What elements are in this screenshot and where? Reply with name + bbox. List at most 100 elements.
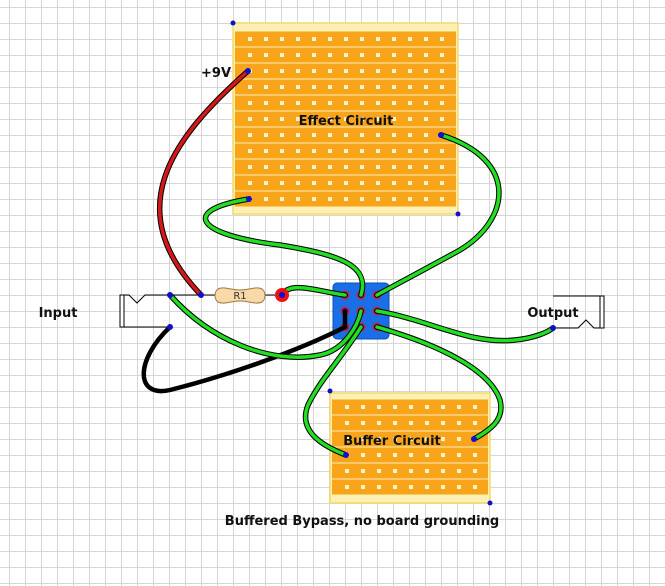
wire-endpoint[interactable] [471, 436, 477, 442]
strip-hole [440, 37, 444, 41]
input-jack-body [119, 294, 125, 328]
strip-hole [392, 37, 396, 41]
strip-hole [296, 181, 300, 185]
strip-hole [344, 197, 348, 201]
wire-endpoint[interactable] [167, 292, 173, 298]
strip-hole [457, 453, 461, 457]
input-wire[interactable] [167, 292, 364, 360]
strip-hole [312, 37, 316, 41]
strip-hole [393, 405, 397, 409]
strip-hole [424, 69, 428, 73]
strip-hole [296, 85, 300, 89]
effect-circuit-board[interactable] [230, 20, 461, 217]
strip-hole [328, 37, 332, 41]
wire-endpoint[interactable] [167, 324, 173, 330]
strip-hole [376, 53, 380, 57]
input-jack-tip [124, 294, 170, 304]
input-jack[interactable] [119, 294, 170, 328]
strip-hole [280, 133, 284, 137]
strip-hole [360, 101, 364, 105]
strip-hole [344, 53, 348, 57]
effect-in-wire[interactable] [202, 196, 366, 298]
strip-hole [264, 53, 268, 57]
strip-hole [409, 421, 413, 425]
effect-out-wire[interactable] [374, 132, 502, 298]
strip-hole [424, 101, 428, 105]
strip-hole [312, 133, 316, 137]
diagram-caption: Buffered Bypass, no board grounding [225, 514, 499, 529]
strip-hole [312, 181, 316, 185]
strip-hole [280, 181, 284, 185]
strip-hole [424, 117, 428, 121]
strip-hole [312, 165, 316, 169]
strip-hole [473, 421, 477, 425]
strip-hole [360, 197, 364, 201]
strip-hole [264, 181, 268, 185]
strip-hole [312, 85, 316, 89]
strip-hole [424, 197, 428, 201]
strip-hole [424, 133, 428, 137]
buffer-circuit-board[interactable] [327, 388, 493, 506]
strip-hole [440, 197, 444, 201]
strip-hole [440, 149, 444, 153]
effect-board-handle-br[interactable] [455, 211, 461, 217]
strip-hole [296, 53, 300, 57]
strip-hole [473, 453, 477, 457]
strip-hole [425, 469, 429, 473]
ground-wire[interactable] [141, 308, 348, 394]
strip-hole [344, 37, 348, 41]
strip-hole [424, 37, 428, 41]
wire-endpoint[interactable] [198, 292, 204, 298]
strip-hole [345, 485, 349, 489]
strip-hole [408, 197, 412, 201]
output-jack-body [599, 295, 605, 329]
wire-endpoint[interactable] [550, 325, 556, 331]
wire-endpoint[interactable] [343, 452, 349, 458]
strip-hole [360, 53, 364, 57]
strip-hole [296, 149, 300, 153]
strip-hole [344, 149, 348, 153]
strip-hole [408, 117, 412, 121]
strip-hole [248, 53, 252, 57]
strip-hole [440, 117, 444, 121]
strip-hole [457, 405, 461, 409]
output-wire[interactable] [374, 308, 556, 344]
resistor-r1[interactable]: R1 [214, 287, 266, 304]
strip-hole [376, 117, 380, 121]
strip-hole [457, 437, 461, 441]
wire-endpoint[interactable] [246, 196, 252, 202]
strip-hole [328, 149, 332, 153]
strip-hole [248, 165, 252, 169]
power-wire[interactable] [157, 68, 251, 298]
buffer-board-handle-tl[interactable] [327, 388, 333, 394]
effect-board-handle-tl[interactable] [230, 20, 236, 26]
strip-hole [473, 469, 477, 473]
output-jack[interactable] [553, 295, 605, 329]
strip-hole [280, 37, 284, 41]
buffer-board-handle-br[interactable] [487, 500, 493, 506]
strip-hole [361, 405, 365, 409]
strip-hole [360, 165, 364, 169]
strip-hole [248, 101, 252, 105]
wire-endpoint[interactable] [279, 292, 285, 298]
strip-hole [280, 85, 284, 89]
strip-hole [440, 53, 444, 57]
strip-hole [440, 101, 444, 105]
strip-hole [344, 117, 348, 121]
buffer-board-title: Buffer Circuit [343, 434, 441, 449]
buffer-out-wire[interactable] [374, 324, 504, 442]
wire-endpoint[interactable] [438, 132, 444, 138]
strip-hole [441, 469, 445, 473]
strip-hole [344, 133, 348, 137]
strip-hole [360, 181, 364, 185]
wire-endpoint[interactable] [245, 68, 251, 74]
strip-hole [328, 85, 332, 89]
strip-hole [344, 181, 348, 185]
strip-hole [377, 421, 381, 425]
strip-hole [425, 437, 429, 441]
resistor-label: R1 [233, 291, 246, 302]
strip-hole [409, 469, 413, 473]
strip-hole [376, 165, 380, 169]
strip-hole [280, 101, 284, 105]
buffer-in-wire[interactable] [302, 324, 364, 458]
